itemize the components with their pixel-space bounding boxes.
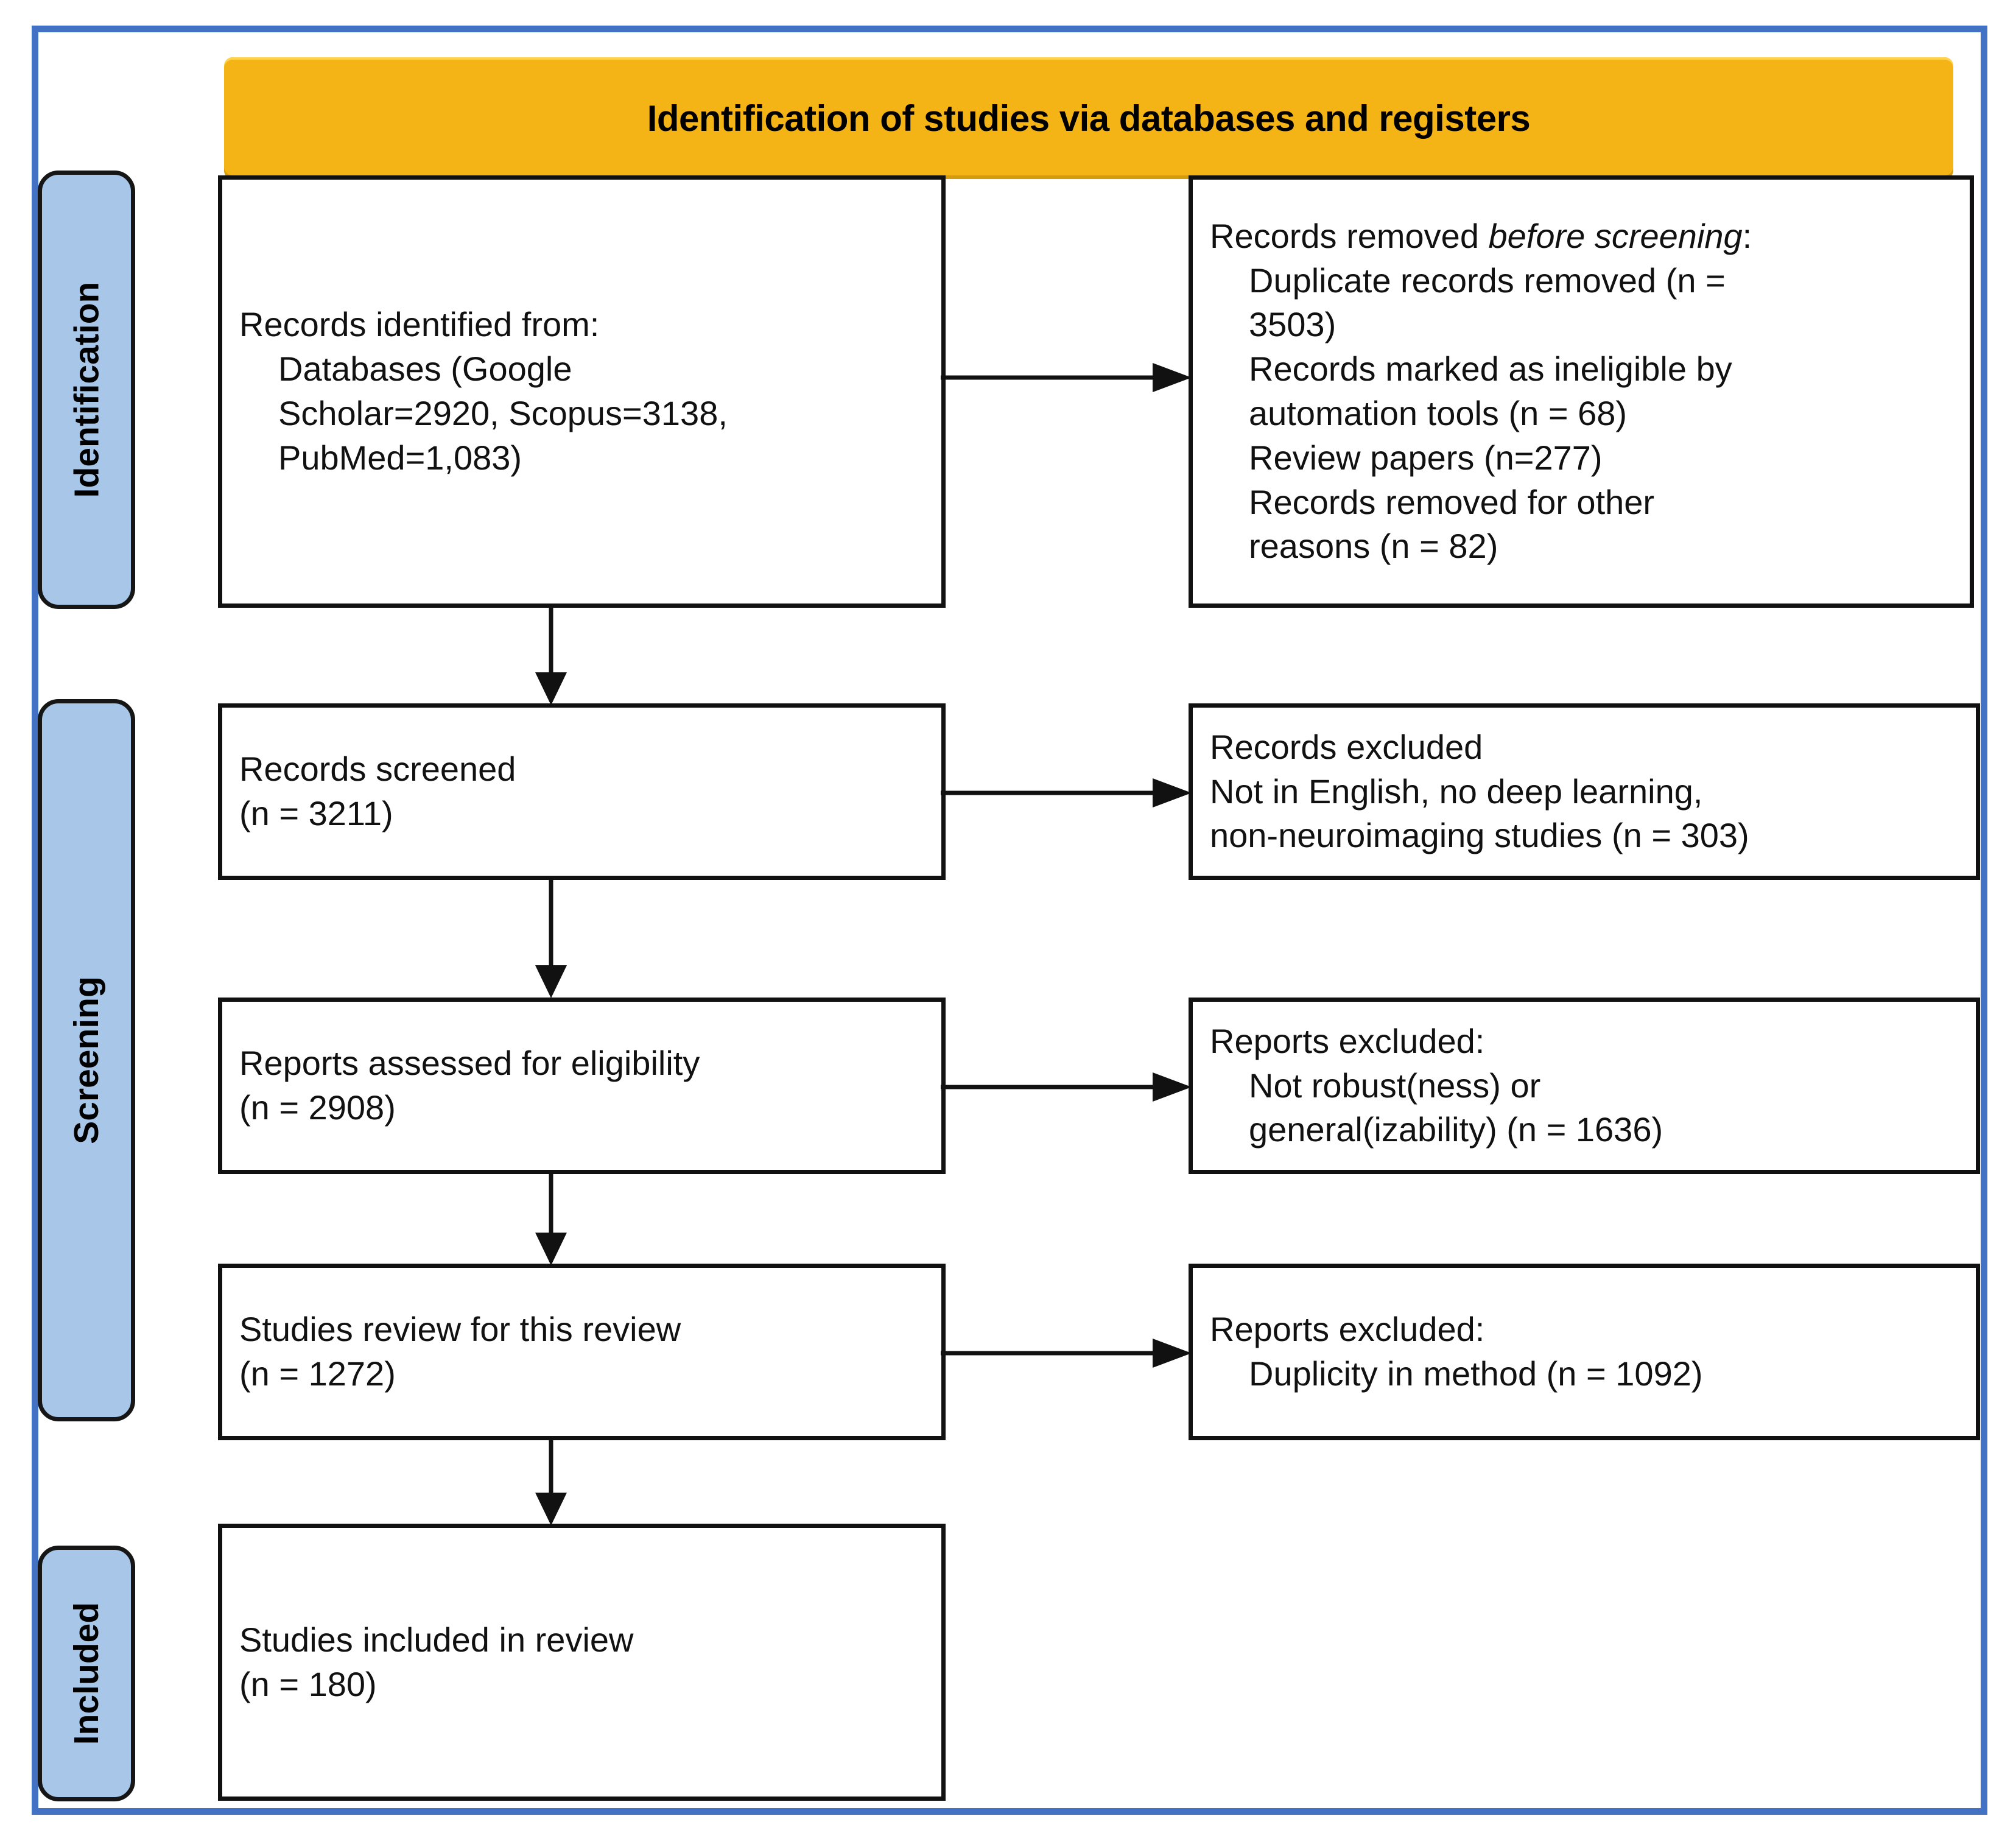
records-excluded-line3: non-neuroimaging studies (n = 303) <box>1210 816 1749 855</box>
studies-included-line2: (n = 180) <box>239 1664 377 1703</box>
reports-excluded-1-line1: Reports excluded: <box>1210 1021 1485 1060</box>
box-studies-included: Studies included in review (n = 180) <box>218 1524 946 1801</box>
stage-label-text: Screening <box>67 976 106 1144</box>
records-excluded-line2: Not in English, no deep learning, <box>1210 772 1703 811</box>
records-screened-line1: Records screened <box>239 750 516 789</box>
studies-included-line1: Studies included in review <box>239 1620 634 1659</box>
removed-heading-italic: before screening <box>1488 216 1743 255</box>
records-identified-line4: PubMed=1,083) <box>278 438 522 477</box>
arrow-identified-to-screened <box>533 607 569 707</box>
box-records-screened: Records screened (n = 3211) <box>218 703 946 880</box>
removed-line4: automation tools (n = 68) <box>1249 394 1628 432</box>
box-reports-excluded-duplicity: Reports excluded: Duplicity in method (n… <box>1189 1264 1980 1440</box>
box-reports-assessed-eligibility: Reports assessed for eligibility (n = 29… <box>218 998 946 1174</box>
records-excluded-line1: Records excluded <box>1210 727 1483 766</box>
arrow-studies-review-to-reports-excluded <box>941 1335 1196 1371</box>
box-text: Records excluded Not in English, no deep… <box>1193 725 1976 858</box>
box-records-identified: Records identified from: Databases (Goog… <box>218 175 946 608</box>
removed-line7: reasons (n = 82) <box>1249 527 1498 566</box>
box-reports-excluded-eligibility: Reports excluded: Not robust(ness) or ge… <box>1189 998 1980 1174</box>
stage-label-screening: Screening <box>38 699 135 1421</box>
stage-label-text: Identification <box>67 281 107 498</box>
reports-excluded-2-line2: Duplicity in method (n = 1092) <box>1249 1354 1703 1393</box>
removed-line5: Review papers (n=277) <box>1249 438 1603 477</box>
removed-line1: Duplicate records removed (n = <box>1249 261 1726 300</box>
reports-excluded-2-line1: Reports excluded: <box>1210 1310 1485 1349</box>
arrow-studies-review-to-included <box>533 1439 569 1527</box>
records-identified-line3: Scholar=2920, Scopus=3138, <box>278 394 728 432</box>
eligibility-line2: (n = 2908) <box>239 1088 396 1127</box>
box-text: Records removed before screening: Duplic… <box>1193 214 1970 569</box>
box-text: Studies included in review (n = 180) <box>222 1618 941 1707</box>
arrow-screened-to-excluded <box>941 775 1196 811</box>
box-studies-review: Studies review for this review (n = 1272… <box>218 1264 946 1440</box>
studies-review-line2: (n = 1272) <box>239 1354 396 1393</box>
box-text: Reports excluded: Not robust(ness) or ge… <box>1193 1019 1976 1152</box>
stage-label-text: Included <box>67 1602 107 1745</box>
box-text: Reports excluded: Duplicity in method (n… <box>1193 1307 1976 1396</box>
removed-heading-plain: Records removed <box>1210 216 1489 255</box>
box-text: Studies review for this review (n = 1272… <box>222 1307 941 1396</box>
reports-excluded-1-line3: general(izability) (n = 1636) <box>1249 1110 1663 1149</box>
arrow-screened-to-eligibility <box>533 879 569 1001</box>
box-text: Records identified from: Databases (Goog… <box>222 303 941 480</box>
page-title: Identification of studies via databases … <box>647 97 1531 139</box>
records-identified-line1: Records identified from: <box>239 305 600 344</box>
header-banner: Identification of studies via databases … <box>224 57 1953 179</box>
box-records-removed-before-screening: Records removed before screening: Duplic… <box>1189 175 1974 608</box>
stage-label-identification: Identification <box>38 171 135 609</box>
removed-line6: Records removed for other <box>1249 482 1655 521</box>
removed-line3: Records marked as ineligible by <box>1249 350 1732 389</box>
stage-label-included: Included <box>38 1546 135 1801</box>
eligibility-line1: Reports assessed for eligibility <box>239 1044 700 1083</box>
box-text: Reports assessed for eligibility (n = 29… <box>222 1041 941 1130</box>
removed-heading-colon: : <box>1742 216 1752 255</box>
box-records-excluded: Records excluded Not in English, no deep… <box>1189 703 1980 880</box>
removed-line2: 3503) <box>1249 305 1336 344</box>
box-text: Records screened (n = 3211) <box>222 747 941 836</box>
arrow-eligibility-to-reports-excluded <box>941 1069 1196 1105</box>
records-screened-line2: (n = 3211) <box>239 794 393 832</box>
studies-review-line1: Studies review for this review <box>239 1310 681 1349</box>
records-identified-line2: Databases (Google <box>278 350 572 389</box>
arrow-identified-to-removed <box>941 359 1196 396</box>
arrow-eligibility-to-studies-review <box>533 1173 569 1267</box>
reports-excluded-1-line2: Not robust(ness) or <box>1249 1066 1541 1105</box>
